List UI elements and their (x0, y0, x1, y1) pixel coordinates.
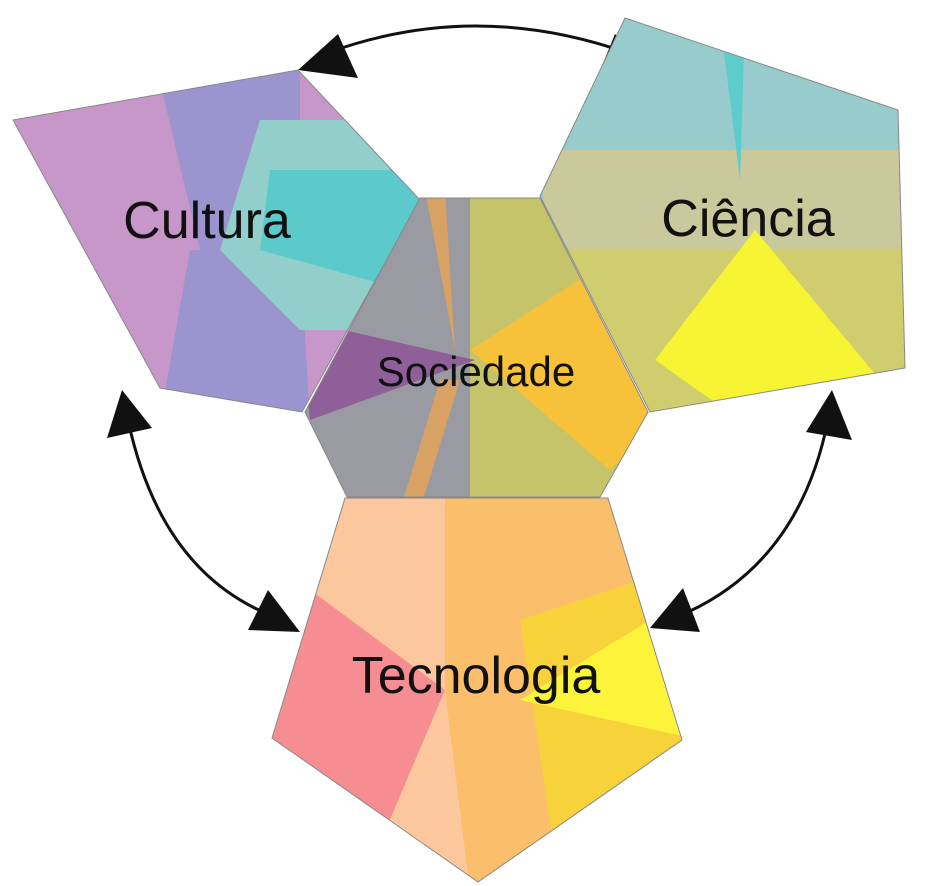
label-cultura: Cultura (123, 192, 291, 250)
arrowhead-icon (806, 390, 852, 440)
arrowhead-icon (298, 34, 358, 78)
connection-ciencia-tecnologia (650, 390, 852, 632)
connection-cultura-tecnologia (107, 390, 300, 632)
node-tecnologia: Tecnologia (271, 497, 683, 883)
label-tecnologia: Tecnologia (352, 647, 601, 705)
label-ciencia: Ciência (661, 190, 834, 248)
label-sociedade: Sociedade (377, 348, 576, 395)
arrowhead-icon (248, 590, 300, 632)
arrowhead-icon (107, 390, 152, 438)
arrowhead-icon (650, 588, 700, 632)
